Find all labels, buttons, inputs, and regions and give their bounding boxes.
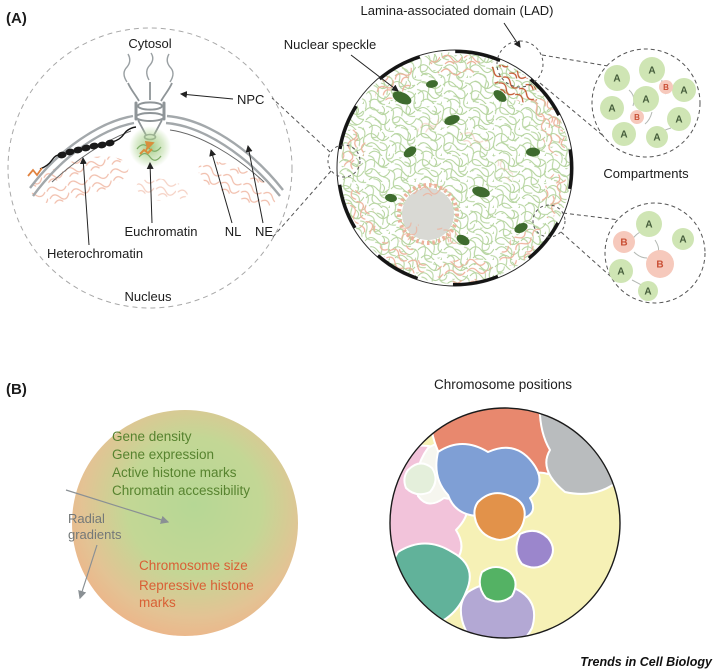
- label-heterochromatin: Heterochromatin: [46, 246, 144, 261]
- lad-patches: [342, 54, 567, 284]
- compartments-top: A A A A A A A A B B: [591, 48, 701, 158]
- ab-compartment-circles: [609, 211, 694, 301]
- svg-text:A: A: [644, 287, 651, 298]
- gradient-nucleus: [72, 410, 298, 636]
- interior-lad-wisp: [417, 116, 443, 134]
- b-compartment-circle: [613, 231, 635, 253]
- annotation-repressive-histone-marks: Repressive histone marks: [139, 578, 254, 610]
- svg-text:A: A: [617, 267, 624, 278]
- svg-text:B: B: [634, 113, 640, 122]
- b-compartment-circle: [646, 250, 674, 278]
- svg-text:A: A: [642, 95, 649, 106]
- svg-text:A: A: [675, 115, 682, 126]
- svg-text:A: A: [608, 104, 615, 115]
- nucleolus-lad-wisp: [437, 224, 459, 244]
- chromosome-territory: [515, 529, 554, 569]
- nuclear-envelope: [29, 114, 284, 197]
- svg-text:B: B: [620, 238, 627, 249]
- nucleolus-lad-wisp: [397, 222, 419, 242]
- gradient-green-annotations: Gene density Gene expression Active hist…: [112, 428, 250, 500]
- label-ne: NE: [254, 224, 274, 239]
- compartment-letters: A A A A A A A A B B: [608, 66, 687, 144]
- chromatin-strand: [39, 126, 137, 170]
- chromatin-texture: [339, 52, 571, 284]
- label-radial-gradients: Radial gradients: [68, 511, 122, 542]
- nucleus-detail-view: [7, 27, 293, 309]
- cytosol-filaments: [123, 52, 174, 83]
- label-lad: Lamina-associated domain (LAD): [360, 3, 554, 18]
- gene-zigzag-icon: [27, 167, 43, 177]
- territory-circle-outline: [389, 407, 621, 639]
- label-nucleus: Nucleus: [124, 289, 172, 304]
- gradient-arrow-outward: [78, 544, 98, 600]
- annotation-chromosome-size: Chromosome size: [139, 558, 248, 573]
- nucleolus-ring: [397, 183, 459, 245]
- npc-structure: [127, 82, 173, 141]
- svg-text:A: A: [680, 86, 687, 97]
- zoom-circle-detail: [327, 144, 361, 178]
- nuclear-speckles: [385, 80, 540, 246]
- active-gene-icon: [139, 148, 153, 155]
- compartments-bottom: A A A A B B: [604, 202, 706, 304]
- panel-b-letter: (B): [6, 381, 27, 398]
- panel-a-letter: (A): [6, 10, 27, 27]
- heterochromatin-beads: [57, 139, 115, 159]
- euchromatin-region: [129, 126, 171, 168]
- zoom-circle-lad: [496, 40, 544, 88]
- chromosome-territory-circle: [389, 407, 621, 639]
- transcription-arrow-icon: [144, 141, 155, 152]
- annotation-active-histone-marks: Active histone marks: [112, 465, 237, 480]
- label-nl: NL: [224, 224, 242, 239]
- chromosome-territory: [403, 462, 437, 496]
- radial-gradient-circle: [65, 410, 298, 636]
- lamina-dashed-rim: [336, 49, 574, 287]
- journal-name: Trends in Cell Biology: [580, 655, 712, 669]
- chromosome-territory: [473, 492, 526, 541]
- label-cytosol: Cytosol: [128, 36, 172, 51]
- label-nuclear-speckle: Nuclear speckle: [283, 37, 377, 52]
- label-euchromatin: Euchromatin: [124, 224, 198, 239]
- svg-text:A: A: [620, 130, 627, 141]
- svg-text:A: A: [679, 235, 686, 246]
- chromosome-territory: [478, 566, 517, 603]
- b-compartment-circle: [630, 110, 644, 124]
- svg-text:A: A: [645, 220, 652, 231]
- svg-text:A: A: [648, 66, 655, 77]
- lad-dark-patch: [489, 64, 539, 104]
- zoom-connectors: [271, 40, 621, 284]
- lad-pointer-arrow: [503, 22, 521, 48]
- label-chromosome-positions: Chromosome positions: [433, 377, 573, 392]
- gradient-arrow-inward: [65, 489, 170, 524]
- label-compartments: Compartments: [603, 166, 689, 181]
- a-compartment-circles: [600, 57, 696, 148]
- annotation-gene-density: Gene density: [112, 429, 192, 444]
- svg-text:B: B: [656, 260, 663, 271]
- nucleus-overview: [336, 22, 574, 287]
- label-npc: NPC: [237, 92, 265, 107]
- annotation-gene-expression: Gene expression: [112, 447, 215, 462]
- svg-text:A: A: [653, 133, 660, 144]
- nucleolus-lad-wisp: [410, 183, 446, 197]
- svg-text:A: A: [613, 74, 620, 85]
- peripheral-heterochromatin-patch: [136, 178, 188, 202]
- compartment-letters: A A A A B B: [617, 220, 686, 298]
- annotation-chromatin-accessibility: Chromatin accessibility: [112, 483, 251, 498]
- interior-lad-wisp: [496, 158, 514, 182]
- b-compartment-circle: [659, 80, 673, 94]
- interior-lad-wisp: [459, 131, 491, 149]
- svg-text:B: B: [663, 83, 669, 92]
- speckle-pointer-arrow: [350, 54, 399, 92]
- zoom-circle-compartment: [532, 204, 566, 238]
- detail-label-arrows: [79, 91, 264, 246]
